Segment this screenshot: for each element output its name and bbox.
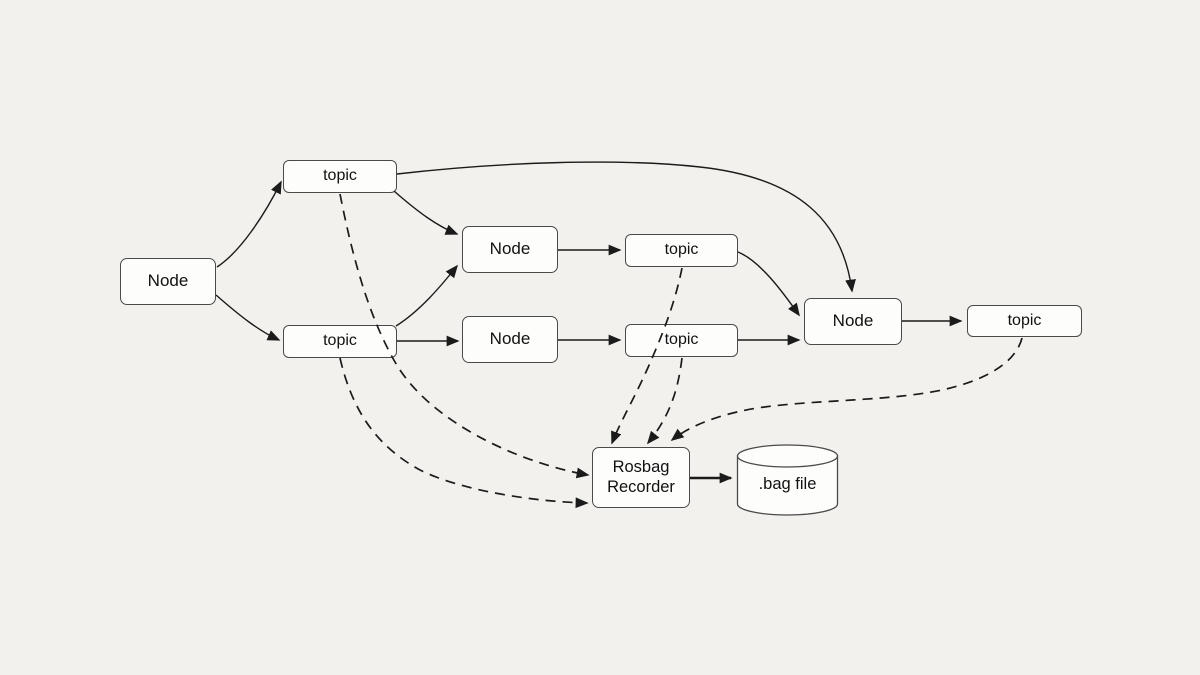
edge-topic-mid-lower-to-rosbag-dashed [646, 357, 683, 445]
topic-label: topic [1007, 311, 1042, 329]
node-label: Node [832, 311, 874, 331]
edge-topic-mid-upper-to-node-right [737, 251, 800, 317]
edge-topic-mid-left-to-rosbag-dashed [339, 357, 589, 509]
topic-box-right: topic [967, 305, 1082, 337]
topic-label: topic [664, 241, 699, 259]
node-box-mid-lower: Node [462, 316, 558, 363]
node-box-right: Node [804, 298, 902, 345]
edge-topic-top-to-node-mid-upper [393, 190, 459, 235]
bag-file-label-container: .bag file [737, 466, 838, 502]
topic-label: topic [664, 331, 699, 349]
topic-box-top: topic [283, 160, 397, 193]
topic-box-mid-upper: topic [625, 234, 738, 267]
edge-node-left-to-topic-mid-left [215, 294, 281, 341]
topic-label: topic [323, 167, 357, 185]
topic-box-mid-left: topic [283, 325, 397, 358]
node-label: Node [489, 239, 531, 259]
edge-topic-mid-left-to-node-mid-upper [395, 264, 459, 327]
node-box-mid-upper: Node [462, 226, 558, 273]
rosbag-recorder-label: Rosbag Recorder [607, 458, 675, 496]
topic-box-mid-lower: topic [625, 324, 738, 357]
rosbag-recorder-box: Rosbag Recorder [592, 447, 690, 508]
bag-file-label: .bag file [758, 474, 817, 493]
topic-label: topic [323, 332, 357, 350]
node-label: Node [147, 271, 189, 291]
node-box-left: Node [120, 258, 216, 305]
node-label: Node [489, 329, 531, 349]
edge-node-left-to-topic-top [216, 180, 282, 268]
bag-file-cylinder-top [736, 444, 839, 468]
